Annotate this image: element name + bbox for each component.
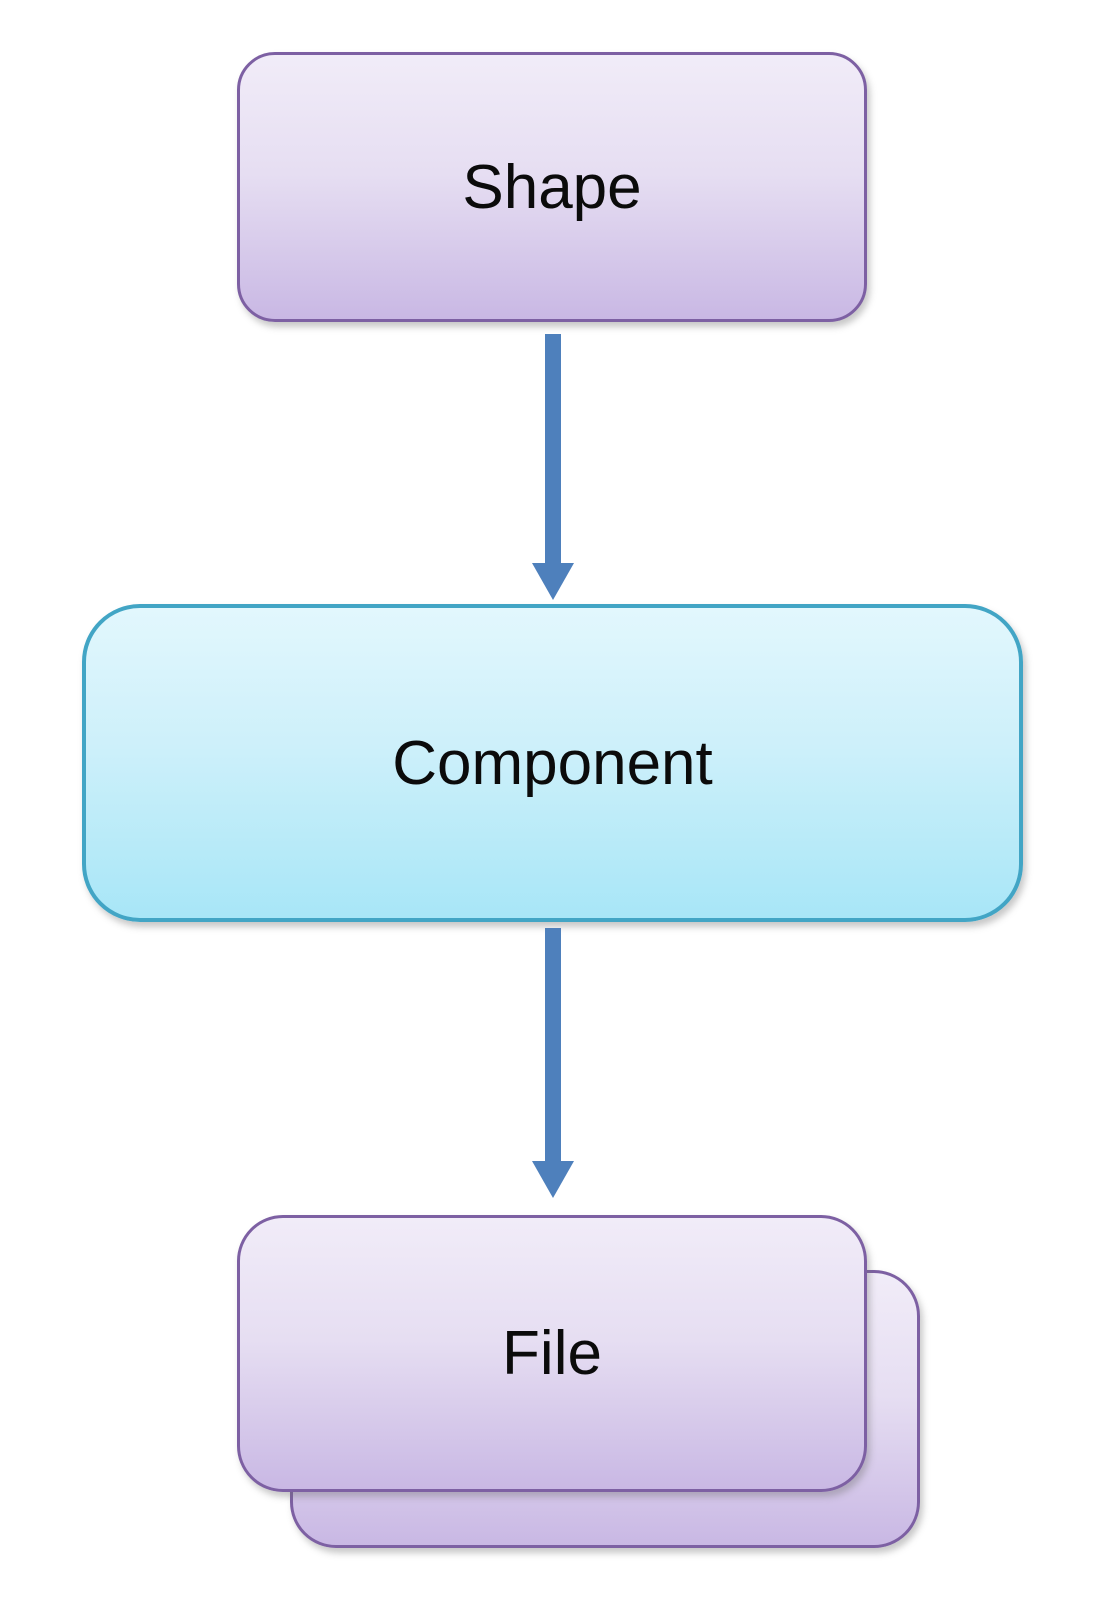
arrow-shaft xyxy=(545,928,561,1163)
node-shape-label: Shape xyxy=(462,152,642,222)
node-file: File xyxy=(237,1215,867,1492)
node-component: Component xyxy=(82,604,1023,922)
connector-arrow-shape-to-component xyxy=(532,334,574,600)
arrow-shaft xyxy=(545,334,561,565)
node-file-label: File xyxy=(502,1319,602,1388)
node-shape: Shape xyxy=(237,52,867,322)
connector-arrow-component-to-file xyxy=(532,928,574,1198)
node-component-label: Component xyxy=(392,728,713,798)
arrow-head-down-icon xyxy=(532,1161,574,1198)
arrow-head-down-icon xyxy=(532,563,574,600)
